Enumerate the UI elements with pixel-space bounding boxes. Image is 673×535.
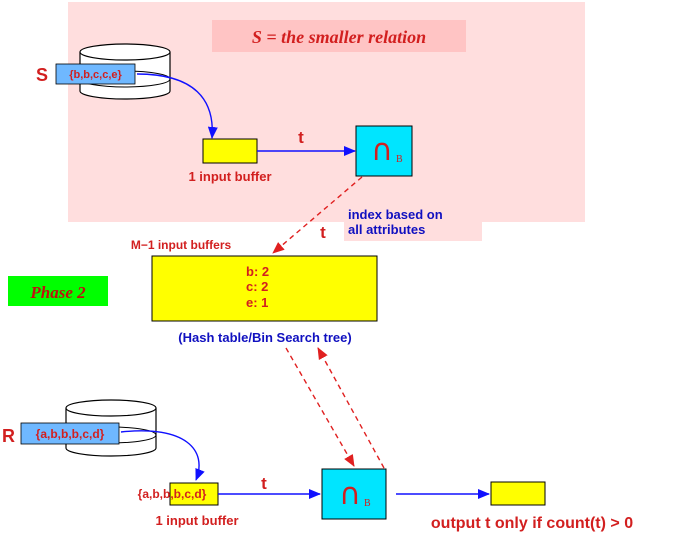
m-minus-1-label: M−1 input buffers	[131, 238, 232, 252]
phase-label: Phase 2	[29, 283, 86, 302]
arrow-r-to-buffer	[120, 430, 205, 481]
hash-entry-2: c: 2	[246, 279, 268, 294]
relation-r-tuples: {a,b,b,b,c,d}	[36, 427, 105, 441]
output-buffer	[490, 481, 546, 506]
input-buffer-top	[202, 138, 258, 164]
input-buffer-top-label: 1 input buffer	[188, 169, 271, 184]
input-buffer-bottom-contents: {a,b,b,b,c,d}	[138, 487, 207, 501]
intersection-op-top	[355, 125, 413, 177]
arrow-op-to-hash-lookup	[317, 347, 385, 469]
arrow-s-to-buffer	[136, 73, 218, 139]
index-note-line2: all attributes	[348, 222, 425, 237]
relation-s-name: S	[36, 65, 48, 85]
relation-s-tuples-box	[55, 63, 136, 85]
edge-t-label-middle: t	[320, 223, 326, 242]
edge-t-label-bottom: t	[261, 474, 267, 493]
index-note-box	[344, 205, 482, 241]
relation-s-tuples: {b,b,c,c,e}	[69, 69, 122, 81]
arrow-op-to-hash	[272, 176, 363, 254]
intersection-subscript-bottom: B	[364, 498, 371, 509]
hash-table	[151, 255, 378, 322]
intersection-symbol-top: ∩	[371, 133, 393, 168]
output-label: output t only if count(t) > 0	[431, 515, 633, 532]
hash-entry-1: b: 2	[246, 264, 269, 279]
relation-r-tuples-box	[20, 422, 120, 445]
intersection-subscript-top: B	[396, 154, 403, 165]
title-text: S = the smaller relation	[252, 27, 426, 47]
intersection-op-bottom	[321, 468, 387, 520]
input-buffer-bottom-label: 1 input buffer	[155, 513, 238, 528]
relation-r-name: R	[2, 426, 15, 446]
index-note-line1: index based on	[348, 207, 443, 222]
intersection-symbol-bottom: ∩	[339, 477, 361, 512]
phase-label-box	[8, 276, 108, 306]
title-box	[212, 20, 466, 52]
arrow-hash-to-op	[285, 347, 355, 467]
hash-caption: (Hash table/Bin Search tree)	[178, 330, 351, 345]
edge-t-label-top: t	[298, 128, 304, 147]
hash-entry-3: e: 1	[246, 295, 268, 310]
